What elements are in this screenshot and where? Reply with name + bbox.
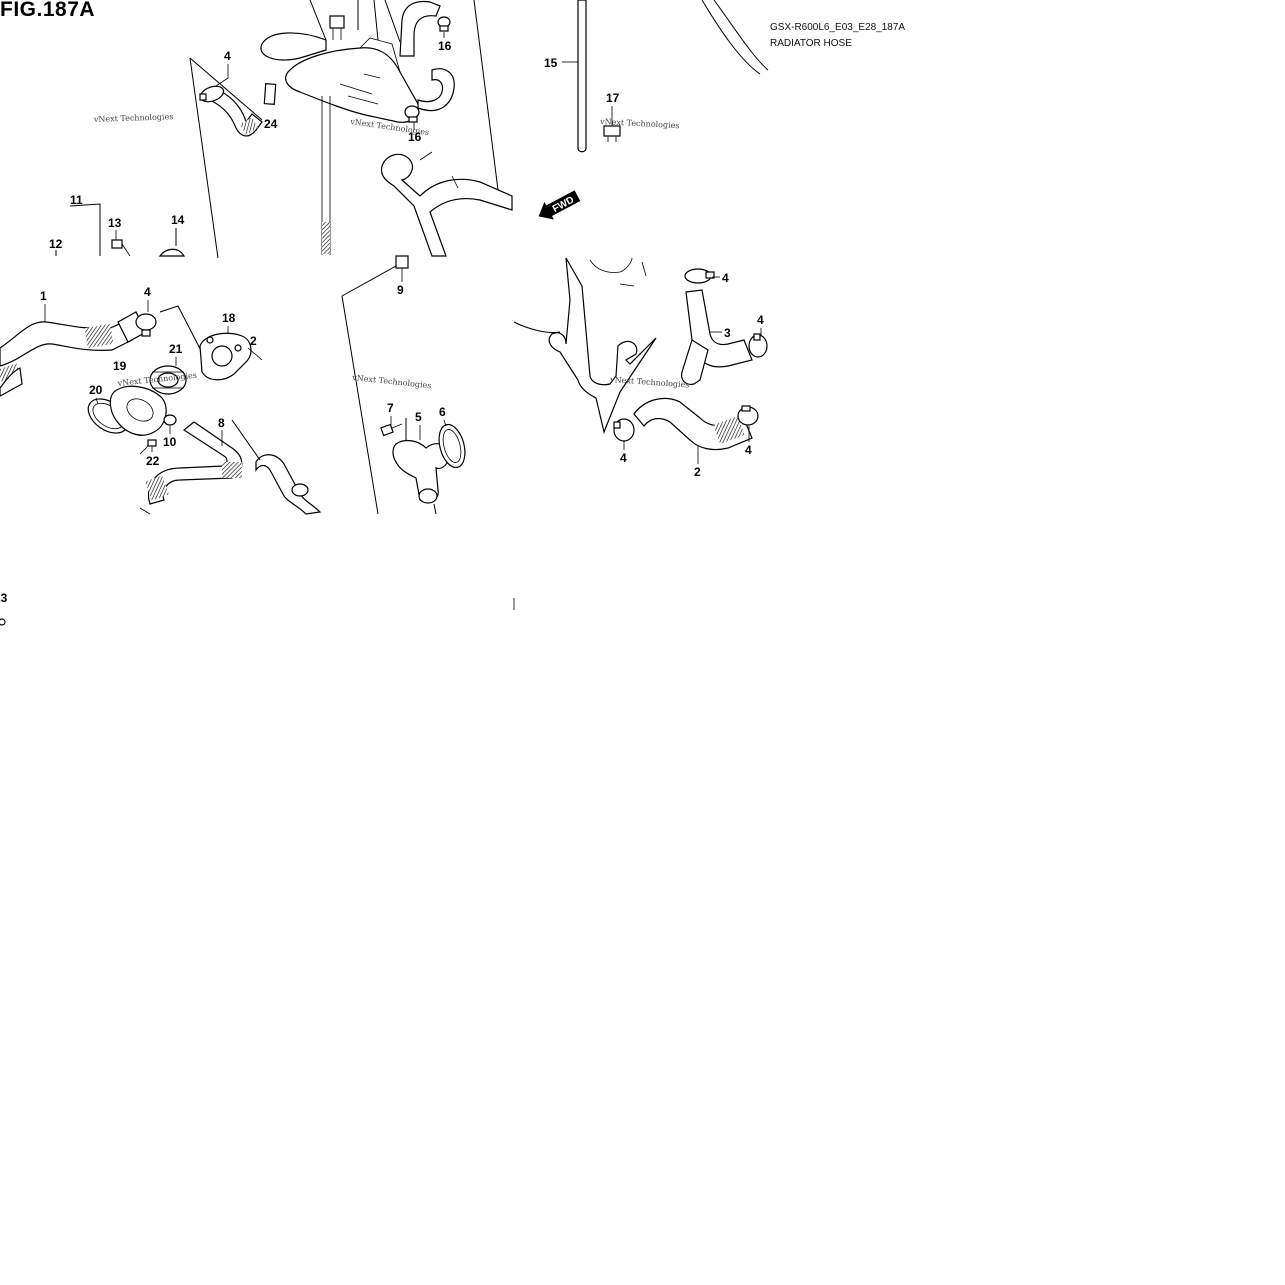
callout-23: 23 [0,591,8,605]
hose-clamp-4e [613,418,635,442]
callout-4c: 4 [722,271,729,285]
watermark: vNext Technologies [351,373,432,390]
radiator-body [548,257,657,434]
callout-1: 1 [40,289,47,303]
callout-2b: 2 [694,465,701,479]
bolt-22 [139,439,157,455]
section-name: RADIATOR HOSE [770,38,852,49]
callout-12: 12 [49,237,63,251]
callouts: 16 4 24 16 15 17 11 12 13 14 1 4 18 2 19… [0,32,764,605]
water-inlet-5 [392,439,449,503]
callout-4a: 4 [224,49,231,63]
callout-18: 18 [222,311,236,325]
callout-17: 17 [606,91,620,105]
fwd-label: FWD [551,195,576,215]
reservoir-tank [285,47,419,123]
callout-9: 9 [397,283,404,297]
callout-16b: 16 [408,130,422,144]
callout-5: 5 [415,410,422,424]
drain-tube-15 [577,0,587,153]
hose-clamp-4b [135,313,157,337]
callout-6: 6 [439,405,446,419]
hose-clamp-16b [404,105,420,123]
callout-4d: 4 [757,313,764,327]
radiator-hose-section [513,257,768,451]
thermostat-housing-19 [109,385,167,436]
callout-21: 21 [169,342,183,356]
model-code: GSX-R600L6_E03_E28_187A [770,22,906,33]
callout-2a: 2 [250,334,257,348]
reservoir-cap [329,15,345,29]
bolt-13 [111,239,131,257]
callout-7: 7 [387,401,394,415]
callout-8: 8 [218,416,225,430]
hose-clamp-4f [737,405,759,426]
clip-9 [395,255,409,269]
callout-24: 24 [264,117,278,131]
watermark: vNext Technologies [93,112,174,124]
callout-10: 10 [163,435,177,449]
bolt-7 [380,423,403,437]
callout-11: 11 [70,193,83,207]
reservoir-section: FWD [55,0,769,259]
overflow-hose [260,32,327,61]
callout-19: 19 [113,359,127,373]
callout-3: 3 [724,326,731,340]
washer-23 [0,618,6,626]
callout-4f: 4 [745,443,752,457]
figure-title: FIG.187A [0,0,96,21]
callout-13: 13 [108,216,122,230]
hose-clamp-4c [684,268,715,284]
cover-14 [158,248,186,257]
thermostat-section [0,305,322,515]
watermark: vNext Technologies [599,117,680,130]
reservoir-inlet-hose [399,0,441,57]
clamp-10 [163,414,177,426]
callout-14: 14 [171,213,185,227]
callout-4b: 4 [144,285,151,299]
hose-clamp-4d [748,333,768,358]
callout-20: 20 [89,383,103,397]
o-ring-6 [438,423,466,469]
callout-22: 22 [146,454,160,468]
callout-16a: 16 [438,39,452,53]
fwd-arrow: FWD [538,190,581,220]
clip-17 [603,125,621,142]
callout-4e: 4 [620,451,627,465]
hose-clamp-4a [199,85,225,103]
plate-24 [263,83,277,105]
water-inlet-section [341,255,466,515]
callout-15: 15 [544,56,558,70]
thermostat-21 [149,365,187,395]
frame-bracket [380,153,513,257]
hose-clamp-16a [437,16,451,32]
